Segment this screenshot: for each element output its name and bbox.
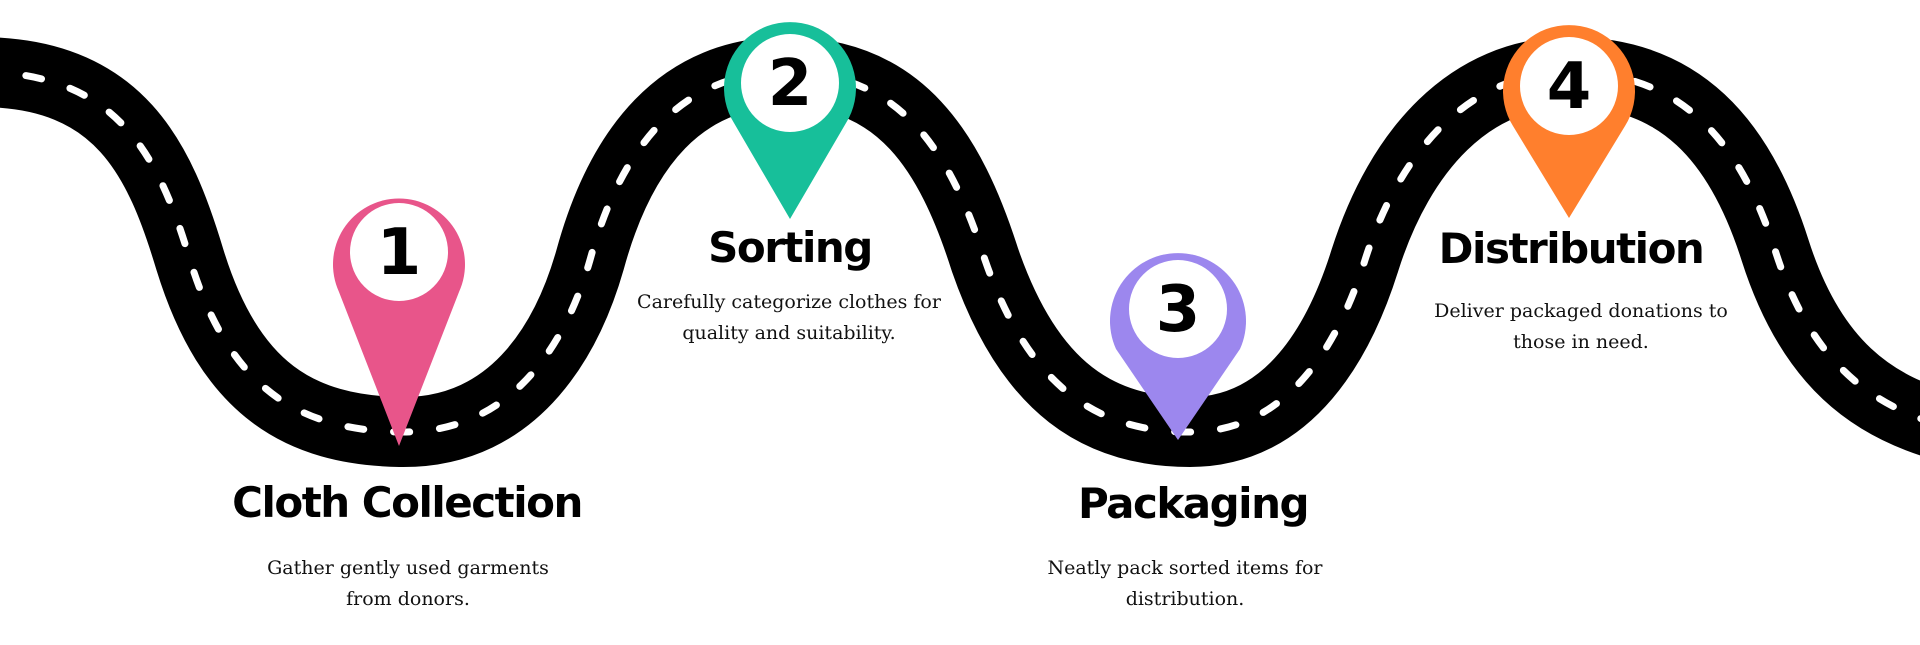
description-line: quality and suitability.: [682, 322, 896, 344]
step-title-cloth-collection: Cloth Collection: [232, 478, 583, 527]
step-description-packaging: Neatly pack sorted items for distributio…: [1035, 553, 1335, 615]
location-pin-3: 3: [1110, 253, 1246, 440]
pin-number: 3: [1156, 273, 1201, 347]
description-line: Gather gently used garments: [267, 557, 549, 579]
step-title-sorting: Sorting: [708, 223, 873, 272]
description-line: Neatly pack sorted items for: [1047, 557, 1323, 579]
description-line: Deliver packaged donations to: [1434, 300, 1728, 322]
pin-number-circle: [1129, 260, 1227, 358]
step-description-sorting: Carefully categorize clothes for quality…: [629, 287, 949, 349]
pin-number-circle: [741, 34, 839, 132]
description-line: those in need.: [1513, 331, 1649, 353]
location-pin-1: 1: [333, 198, 465, 446]
step-title-distribution: Distribution: [1438, 224, 1705, 273]
pin-number: 4: [1547, 50, 1592, 124]
pin-number-circle: [1520, 37, 1618, 135]
step-description-distribution: Deliver packaged donations to those in n…: [1431, 296, 1731, 358]
description-line: from donors.: [346, 588, 470, 610]
pin-number: 2: [768, 47, 813, 121]
road-lane-markings: [0, 68, 1920, 436]
step-title-packaging: Packaging: [1077, 479, 1310, 528]
description-line: distribution.: [1125, 588, 1245, 610]
location-pin-4: 4: [1503, 25, 1635, 219]
location-pin-2: 2: [724, 22, 856, 220]
pin-number-circle: [350, 203, 448, 301]
step-description-cloth-collection: Gather gently used garments from donors.: [258, 553, 558, 615]
description-line: Carefully categorize clothes for: [637, 291, 941, 313]
pin-number: 1: [377, 216, 422, 290]
